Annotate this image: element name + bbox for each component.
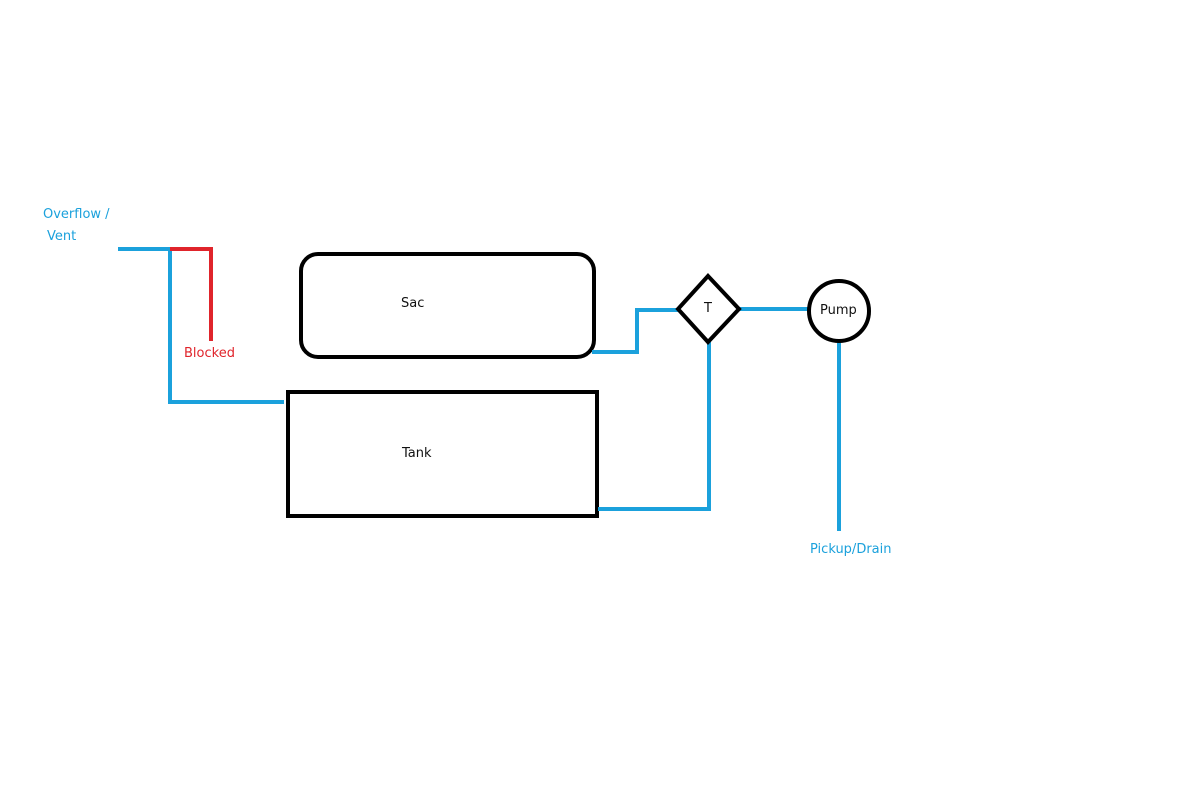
overflow-label-line2: Vent [47,229,77,244]
sac-label: Sac [401,296,425,311]
tank-label: Tank [402,446,432,461]
pump-label: Pump [820,303,857,318]
pickup-drain-label: Pickup/Drain [810,542,892,557]
tank-outlet-pipe [598,342,711,511]
sac-outlet-pipe [592,308,679,354]
tee-label: T [704,301,712,316]
sac-shape [299,252,596,359]
vent-pipe [118,247,284,404]
tank-shape [286,390,599,518]
pump-circle [807,279,871,343]
blocked-pipe [170,247,213,341]
overflow-label-line1: Overflow / [43,207,110,222]
tee-diamond [675,273,742,345]
blocked-label: Blocked [184,346,235,361]
